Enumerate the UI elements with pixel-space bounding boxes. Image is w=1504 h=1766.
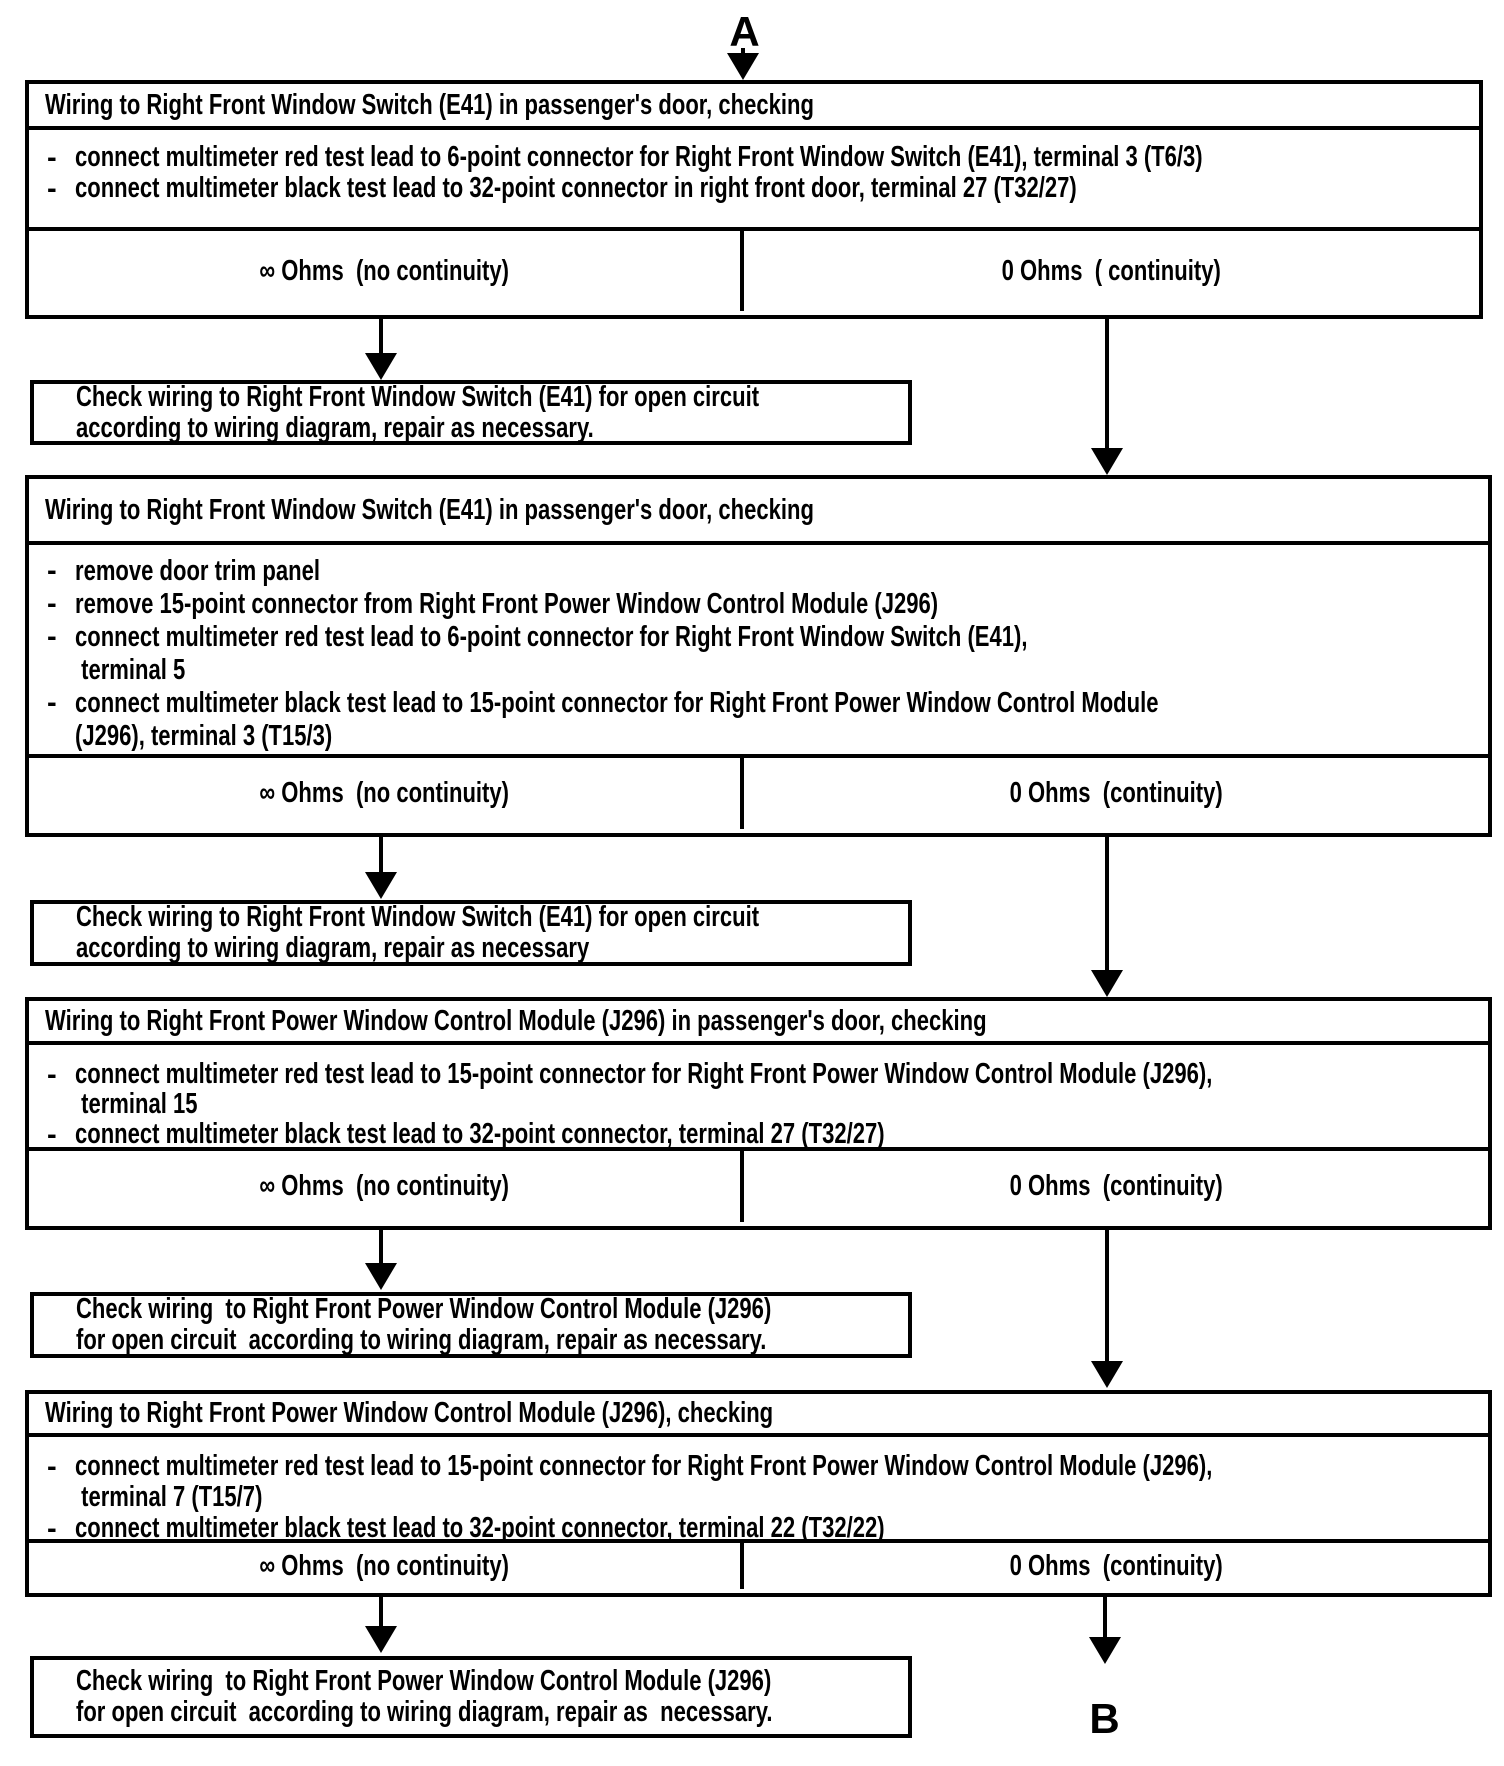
test-box-title: Wiring to Right Front Power Window Contr… [45,1397,774,1429]
step: - remove door trim panel [29,555,1488,588]
result-continuity-label: 0 Ohms (continuity) [1009,1170,1223,1202]
result-no-continuity-label: ∞ Ohms (no continuity) [259,1170,510,1202]
connector-a-arrow-head-icon [727,53,759,80]
bullet-dash: - [47,142,57,174]
action-box-text: Check wiring to Right Front Power Window… [76,1665,773,1728]
test-box-steps: - connect multimeter red test lead to 15… [29,1437,1488,1546]
result-cell-no-continuity: ∞ Ohms (no continuity) [29,1543,744,1589]
step-text: remove door trim panel [75,555,320,587]
step-text: remove 15-point connector from Right Fro… [75,588,939,620]
bullet-dash: - [47,621,57,653]
step-text: connect multimeter black test lead to 15… [75,687,1159,752]
action-box-check-wiring-module-1: Check wiring to Right Front Power Window… [30,1292,912,1358]
result-cell-continuity: 0 Ohms (continuity) [744,1151,1488,1222]
test-box-steps: - connect multimeter red test lead to 6-… [29,130,1479,231]
bullet-dash: - [47,173,57,205]
test-box-wiring-window-switch-1: Wiring to Right Front Window Switch (E41… [25,80,1483,319]
result-no-continuity-label: ∞ Ohms (no continuity) [259,254,510,287]
result-cell-no-continuity: ∞ Ohms (no continuity) [29,1151,744,1222]
result-continuity-label: 0 Ohms (continuity) [1009,1549,1223,1582]
action-box-text: Check wiring to Right Front Power Window… [76,1293,772,1356]
flow-arrow-line [1105,319,1109,450]
flow-arrow-head-icon [1089,1637,1121,1664]
flow-arrow-head-icon [1091,1361,1123,1388]
flow-arrow-line [379,1597,383,1627]
result-no-continuity-label: ∞ Ohms (no continuity) [259,1549,510,1582]
step: - connect multimeter black test lead to … [29,1118,1488,1151]
test-box-title-row: Wiring to Right Front Power Window Contr… [29,1394,1488,1437]
flow-arrow-line [1105,837,1109,971]
action-box-text: Check wiring to Right Front Window Switc… [76,901,760,964]
action-box-check-wiring-switch-1: Check wiring to Right Front Window Switc… [30,380,912,445]
results-row: ∞ Ohms (no continuity) 0 Ohms ( continui… [29,231,1479,311]
flow-arrow-line [379,837,383,874]
flow-arrow-head-icon [365,353,397,380]
test-box-title-row: Wiring to Right Front Window Switch (E41… [29,479,1488,545]
result-no-continuity-label: ∞ Ohms (no continuity) [259,777,510,809]
test-box-wiring-window-switch-2: Wiring to Right Front Window Switch (E41… [25,475,1492,837]
connector-b-label: B [1089,1695,1121,1742]
step-text: connect multimeter red test lead to 6-po… [75,141,1203,173]
step-text: connect multimeter black test lead to 32… [75,172,1077,204]
flow-arrow-head-icon [1091,970,1123,997]
step: - connect multimeter red test lead to 6-… [29,621,1488,687]
results-row: ∞ Ohms (no continuity) 0 Ohms (continuit… [29,1151,1488,1222]
step: - connect multimeter red test lead to 15… [29,1059,1488,1119]
test-box-title: Wiring to Right Front Power Window Contr… [45,1004,987,1037]
result-cell-continuity: 0 Ohms (continuity) [744,758,1488,829]
step-text: connect multimeter red test lead to 15-p… [75,1450,1213,1513]
result-continuity-label: 0 Ohms (continuity) [1009,777,1223,809]
flow-arrow-line [379,319,383,356]
results-row: ∞ Ohms (no continuity) 0 Ohms (continuit… [29,1543,1488,1589]
test-box-wiring-control-module-2: Wiring to Right Front Power Window Contr… [25,1390,1492,1597]
step: - connect multimeter red test lead to 6-… [29,141,1479,175]
test-box-steps: - remove door trim panel - remove 15-poi… [29,545,1488,758]
flow-arrow-head-icon [365,1626,397,1653]
step: - connect multimeter black test lead to … [29,1512,1488,1546]
test-box-title-row: Wiring to Right Front Power Window Contr… [29,1001,1488,1045]
test-box-steps: - connect multimeter red test lead to 15… [29,1045,1488,1151]
result-continuity-label: 0 Ohms ( continuity) [1001,254,1222,287]
flow-arrow-line [1105,1230,1109,1362]
test-box-title: Wiring to Right Front Window Switch (E41… [45,493,814,526]
step-text: connect multimeter black test lead to 32… [75,1118,885,1150]
step-text: connect multimeter red test lead to 15-p… [75,1058,1213,1120]
step-text: connect multimeter red test lead to 6-po… [75,621,1028,686]
results-row: ∞ Ohms (no continuity) 0 Ohms (continuit… [29,758,1488,829]
connector-a-label: A [729,8,761,55]
step-text: connect multimeter black test lead to 32… [75,1512,885,1544]
test-box-wiring-control-module-1: Wiring to Right Front Power Window Contr… [25,997,1492,1230]
action-box-check-wiring-module-2: Check wiring to Right Front Power Window… [30,1656,912,1738]
flow-arrow-head-icon [365,872,397,899]
bullet-dash: - [47,1059,57,1091]
bullet-dash: - [47,1513,57,1545]
result-cell-no-continuity: ∞ Ohms (no continuity) [29,758,744,829]
step: - connect multimeter black test lead to … [29,172,1479,206]
flow-arrow-head-icon [365,1263,397,1290]
action-box-check-wiring-switch-2: Check wiring to Right Front Window Switc… [30,900,912,966]
flow-arrow-head-icon [1091,448,1123,475]
step: - connect multimeter red test lead to 15… [29,1451,1488,1513]
bullet-dash: - [47,1451,57,1483]
bullet-dash: - [47,1119,57,1151]
bullet-dash: - [47,555,57,587]
flow-arrow-line [1103,1597,1107,1639]
test-box-title-row: Wiring to Right Front Window Switch (E41… [29,84,1479,130]
bullet-dash: - [47,687,57,719]
test-box-title: Wiring to Right Front Window Switch (E41… [45,88,814,121]
step: - remove 15-point connector from Right F… [29,588,1488,621]
result-cell-continuity: 0 Ohms (continuity) [744,1543,1488,1589]
step: - connect multimeter black test lead to … [29,687,1488,753]
flow-arrow-line [379,1230,383,1265]
action-box-text: Check wiring to Right Front Window Switc… [76,380,760,444]
bullet-dash: - [47,588,57,620]
result-cell-continuity: 0 Ohms ( continuity) [744,231,1479,311]
result-cell-no-continuity: ∞ Ohms (no continuity) [29,231,744,311]
